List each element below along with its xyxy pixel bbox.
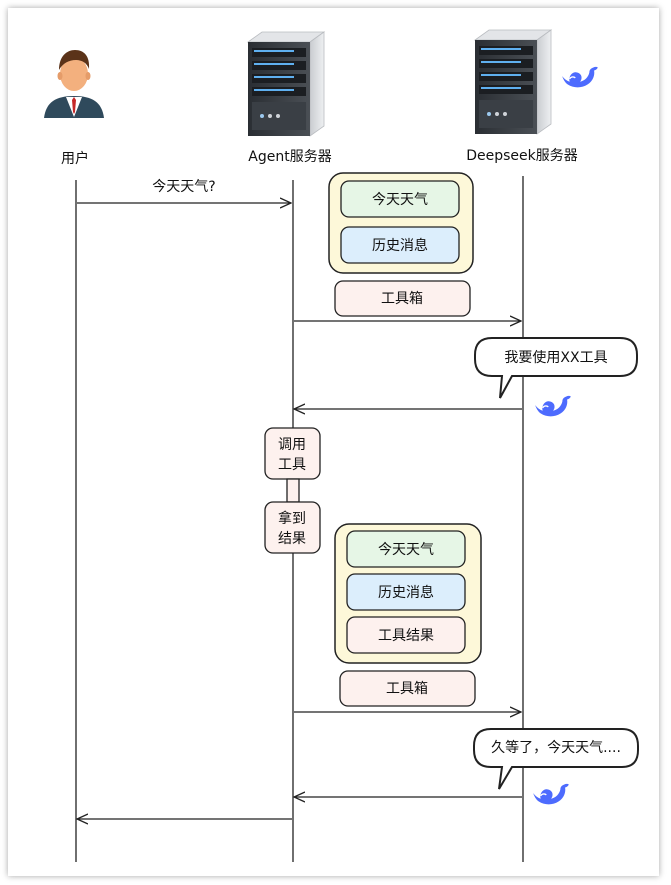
context-1-weather-box	[340, 180, 460, 218]
context-2-history-label: 历史消息	[378, 584, 434, 601]
participant-deepseek-label: Deepseek服务器	[466, 148, 578, 164]
agent-server-icon	[247, 31, 325, 137]
deepseek-logo-icon	[561, 66, 599, 88]
deepseek-reply-2-bubble	[473, 728, 639, 790]
deepseek-server-icon	[474, 29, 552, 135]
deepseek-reply-1-bubble	[474, 337, 638, 399]
toolbox-1-label: 工具箱	[381, 291, 423, 307]
call-tool-label-line-2: 工具	[278, 457, 306, 473]
context-2-weather-label: 今天天气	[378, 542, 434, 558]
get-result-label-line-2: 结果	[278, 531, 306, 547]
toolbox-2-label: 工具箱	[386, 681, 428, 697]
context-2-weather-box	[346, 530, 466, 568]
call-tool-label-line-1: 调用	[278, 437, 306, 453]
deepseek-reply-1-logo-icon	[534, 395, 572, 418]
context-1-history-box	[340, 226, 460, 264]
get-result-step-box	[264, 501, 321, 554]
deepseek-reply-2-text: 久等了，今天天气....	[491, 739, 621, 756]
participant-agent-label: Agent服务器	[248, 149, 331, 165]
user-query-label: 今天天气?	[152, 179, 215, 195]
step-connector	[286, 478, 300, 503]
context-2-tool-result-box	[346, 616, 466, 654]
deepseek-reply-1-text: 我要使用XX工具	[504, 349, 607, 366]
context-1-weather-label: 今天天气	[372, 192, 428, 208]
user-avatar-icon	[44, 50, 104, 118]
participant-user-label: 用户	[61, 150, 89, 167]
context-2-history-box	[346, 573, 466, 611]
toolbox-1-box	[334, 280, 471, 317]
context-2-tool-result-label: 工具结果	[378, 628, 434, 644]
deepseek-reply-2-logo-icon	[532, 783, 570, 806]
get-result-label-line-1: 拿到	[278, 510, 306, 527]
toolbox-2-box	[339, 670, 476, 707]
context-1-history-label: 历史消息	[372, 237, 428, 254]
